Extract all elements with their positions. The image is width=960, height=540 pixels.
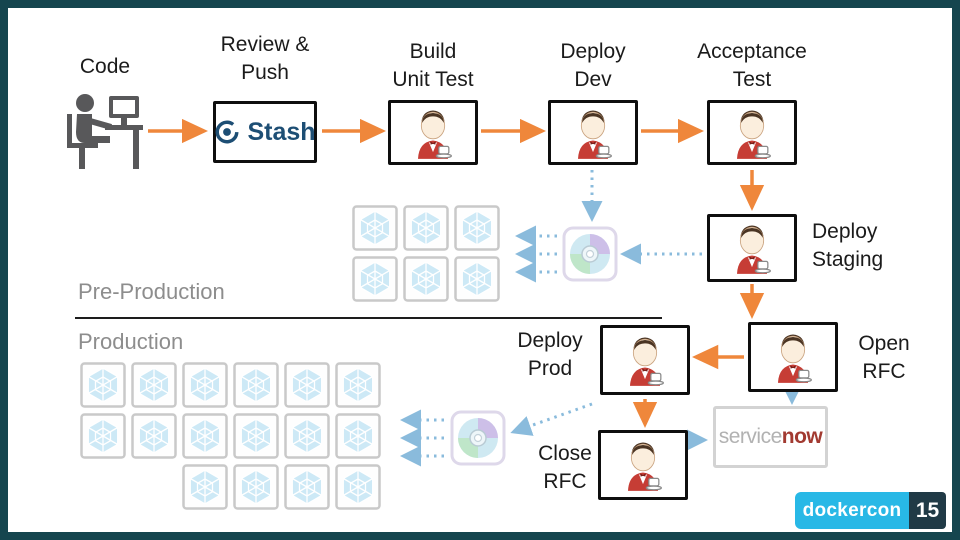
section-pre-production: Pre-Production	[78, 279, 225, 304]
container-hexagon-icon	[335, 413, 381, 459]
jenkins-deploy-prod-box	[600, 325, 690, 395]
container-hexagon-icon	[284, 413, 330, 459]
stash-logo-icon	[214, 119, 240, 145]
jenkins-build-box	[388, 100, 478, 165]
jenkins-butler-icon	[408, 106, 458, 160]
container-hexagon-icon	[80, 362, 126, 408]
label-build-unit-test: Build Unit Test	[392, 40, 474, 91]
servicenow-logo: servicenow	[719, 425, 823, 449]
stash-box: Stash	[213, 101, 317, 163]
container-hexagon-icon	[182, 362, 228, 408]
section-production: Production	[78, 329, 184, 354]
preprod-container-grid	[352, 205, 500, 302]
artifact-disc-icon-prod	[450, 410, 506, 471]
container-hexagon-icon	[233, 464, 279, 510]
jenkins-butler-icon	[727, 221, 777, 275]
prod-container-row-3	[182, 464, 381, 510]
label-close-rfc: Close RFC	[538, 442, 592, 493]
container-hexagon-icon	[403, 256, 449, 302]
container-hexagon-icon	[233, 362, 279, 408]
container-hexagon-icon	[352, 205, 398, 251]
container-hexagon-icon	[284, 362, 330, 408]
jenkins-butler-icon	[568, 106, 618, 160]
arrow-closerfc-to-prod-artifact	[510, 402, 593, 436]
jenkins-butler-icon	[618, 438, 668, 492]
jenkins-close-rfc-box	[598, 430, 688, 500]
dockercon-year-badge: 15	[909, 492, 946, 529]
environment-divider	[75, 317, 662, 319]
jenkins-acceptance-box	[707, 100, 797, 165]
stash-logo-text: Stash	[247, 117, 316, 146]
dockercon-wordmark: dockercon	[795, 492, 909, 529]
label-deploy-prod: Deploy Prod	[517, 329, 583, 380]
prod-container-row-2	[80, 413, 381, 459]
jenkins-butler-icon	[727, 106, 777, 160]
container-hexagon-icon	[352, 256, 398, 302]
artifact-disc-icon-preprod	[562, 226, 618, 287]
container-hexagon-icon	[182, 464, 228, 510]
label-review-push: Review & Push	[220, 33, 310, 84]
dockercon-logo: dockercon 15	[795, 492, 946, 529]
developer-icon	[59, 92, 145, 175]
jenkins-butler-icon	[620, 333, 670, 387]
container-hexagon-icon	[403, 205, 449, 251]
container-hexagon-icon	[131, 413, 177, 459]
jenkins-open-rfc-box	[748, 322, 838, 392]
container-hexagon-icon	[182, 413, 228, 459]
container-hexagon-icon	[131, 362, 177, 408]
container-hexagon-icon	[335, 362, 381, 408]
label-acceptance-test: Acceptance Test	[697, 40, 807, 91]
container-hexagon-icon	[454, 256, 500, 302]
servicenow-box: servicenow	[713, 406, 828, 468]
servicenow-service-text: service	[718, 425, 783, 448]
jenkins-butler-icon	[768, 330, 818, 384]
container-hexagon-icon	[335, 464, 381, 510]
container-hexagon-icon	[454, 205, 500, 251]
servicenow-now-text: now	[781, 425, 823, 448]
container-hexagon-icon	[284, 464, 330, 510]
label-deploy-dev: Deploy Dev	[560, 40, 626, 91]
container-hexagon-icon	[80, 413, 126, 459]
jenkins-deploy-dev-box	[548, 100, 638, 165]
container-hexagon-icon	[233, 413, 279, 459]
jenkins-deploy-staging-box	[707, 214, 797, 282]
prod-container-row-1	[80, 362, 381, 408]
label-deploy-staging: Deploy Staging	[812, 220, 884, 271]
label-code: Code	[79, 55, 131, 78]
label-open-rfc: Open RFC	[858, 332, 910, 383]
